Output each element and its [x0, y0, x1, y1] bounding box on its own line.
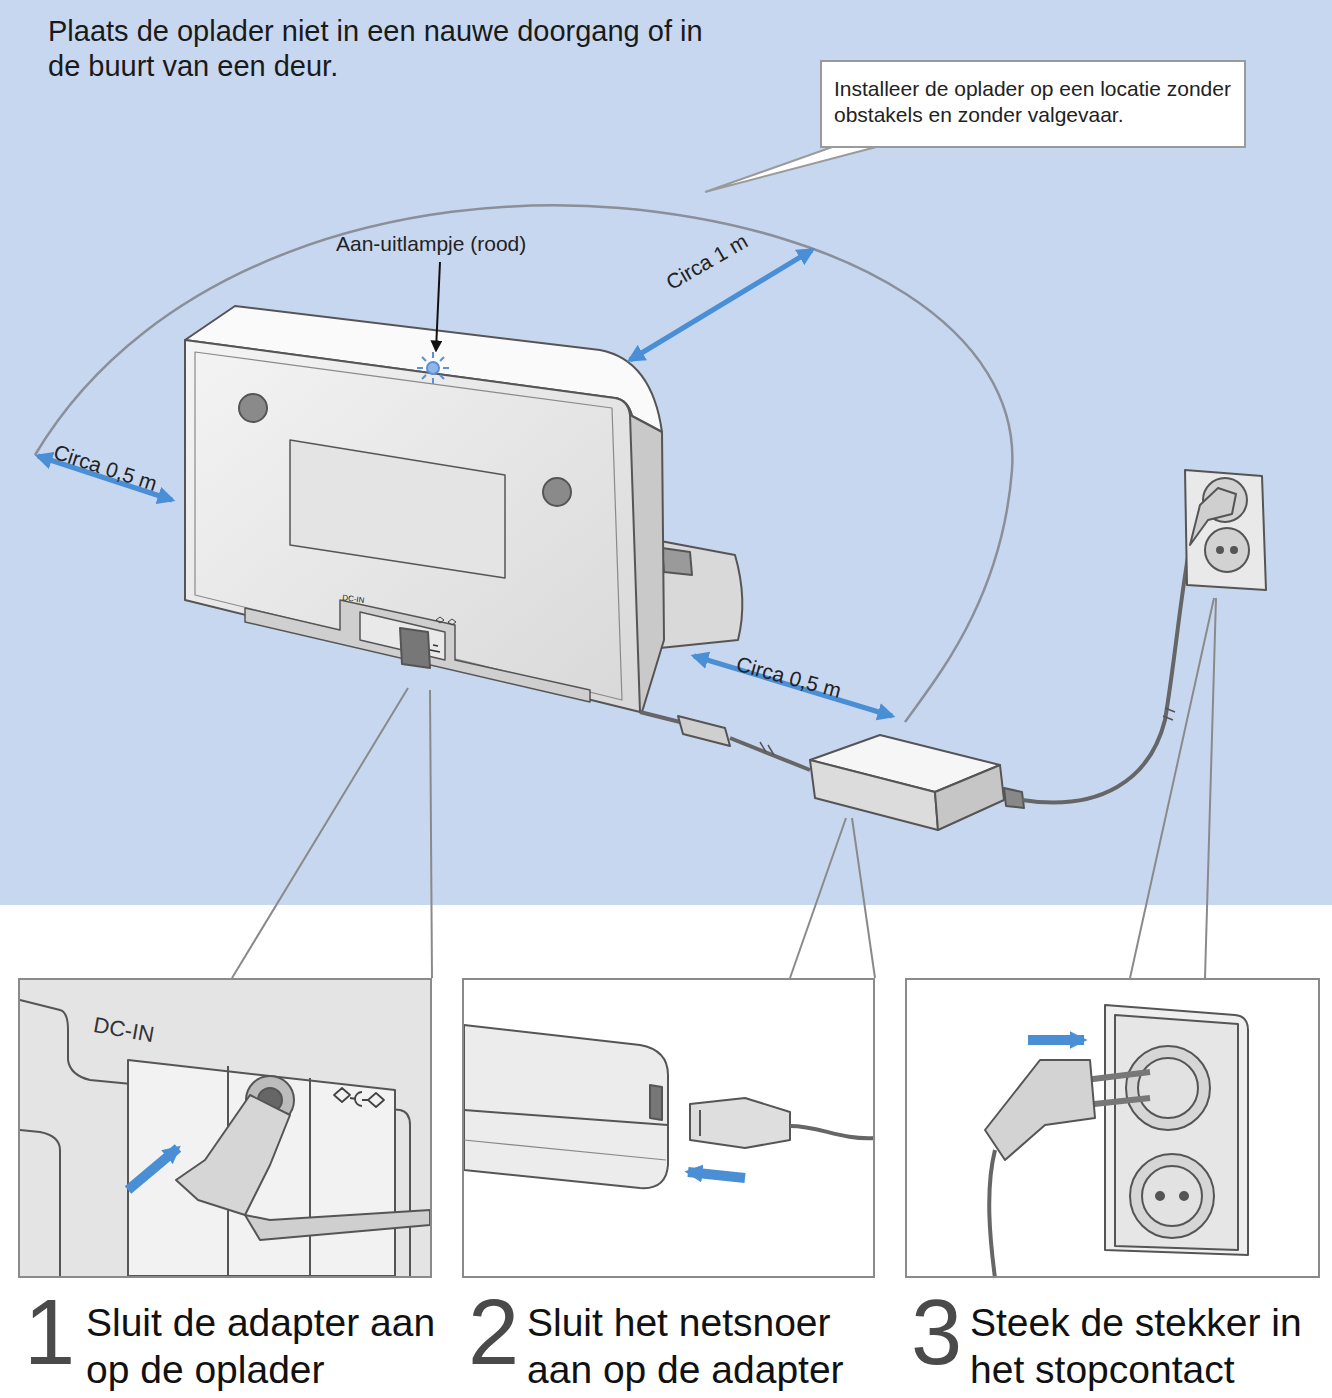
led-label: Aan-uitlampje (rood): [336, 232, 526, 256]
panel-1-illustration: [176, 1095, 290, 1215]
wall-outlet: [1217, 547, 1223, 553]
panel-3-illustration: [985, 1005, 1248, 1278]
adapter-illustration: [1004, 788, 1024, 808]
wall-outlet: [1205, 528, 1249, 572]
panel-2-illustration: [650, 1085, 662, 1120]
panel-3-illustration: [1126, 1046, 1210, 1130]
dimension-arrow: [38, 250, 892, 716]
step-caption: Steek de stekker in het stopcontact: [970, 1300, 1330, 1394]
panel-3-illustration: [989, 1150, 995, 1278]
leader-line: [232, 688, 408, 978]
dimension-label: Circa 0,5 m: [51, 440, 161, 496]
charger-illustration: [185, 340, 640, 712]
panel-2-illustration: [790, 1126, 875, 1138]
charger-illustration: [543, 478, 571, 506]
floor-area: [0, 0, 1332, 905]
wall-outlet: [1185, 470, 1266, 590]
panel-3-illustration: [1085, 1072, 1150, 1105]
step-panel: 2Sluit het netsnoer aan op de adapter: [462, 978, 875, 1278]
panel-1-illustration: [245, 1210, 430, 1240]
dimension-label: Circa 1 m: [662, 229, 752, 295]
panel-3-illustration: [1180, 1192, 1188, 1200]
panel-3-illustration: [1105, 1005, 1248, 1255]
step-caption: Sluit de adapter aan op de oplader: [86, 1300, 446, 1394]
step-number: 3: [911, 1286, 962, 1378]
panel-2-illustration: [464, 1025, 875, 1188]
panel-2-illustration: [690, 1098, 790, 1148]
charger-illustration: [239, 394, 267, 422]
callout-box: Installeer de oplader op een locatie zon…: [820, 60, 1246, 148]
dimension-label: Circa 0,5 m: [734, 652, 844, 703]
power-led: [427, 362, 439, 374]
power-led: [417, 352, 449, 384]
leader-line: [1130, 598, 1214, 978]
charger-illustration: [185, 306, 742, 712]
clearance-arc: [35, 205, 1012, 722]
panel-3-illustration: [1130, 1154, 1214, 1238]
charger-illustration: [436, 617, 456, 625]
callout-pointer: [705, 146, 880, 192]
adapter-illustration: [640, 545, 1190, 830]
leader-line: [790, 818, 846, 978]
panel-2-illustration: [464, 1025, 668, 1188]
step-caption: Sluit het netsnoer aan op de adapter: [527, 1300, 887, 1394]
insert-arrow: [688, 1172, 745, 1178]
panel-3-illustration: [1115, 1015, 1238, 1250]
charger-illustration: [655, 540, 742, 648]
panel-2-illustration: [464, 1110, 668, 1125]
adapter-illustration: [678, 716, 730, 746]
panel-3-illustration: [1142, 1166, 1202, 1226]
charger-illustration: [195, 352, 622, 700]
power-led: [417, 352, 449, 384]
adapter-illustration: [935, 765, 1004, 830]
insert-arrow: [128, 1148, 178, 1190]
panel-3-illustration: [1138, 1058, 1198, 1118]
adapter-illustration: [810, 760, 938, 830]
port-label: DC-IN: [342, 593, 365, 605]
panel-1-illustration: [128, 1060, 395, 1276]
panel-1-illustration: [20, 1000, 410, 1276]
panel-1-illustration: [334, 1088, 384, 1107]
leader-line: [232, 598, 1216, 978]
charger-illustration: [290, 440, 505, 578]
panel-1-illustration: [20, 980, 430, 1276]
panel-2-illustration: [690, 1104, 700, 1140]
adapter-illustration: [760, 742, 774, 755]
charger-illustration: [662, 548, 692, 575]
led-pointer: [436, 262, 440, 350]
charger-illustration: [245, 600, 590, 702]
step-panel: 3Steek de stekker in het stopcontact: [905, 978, 1320, 1278]
wall-outlet: [1190, 488, 1236, 545]
adapter-illustration: [640, 712, 680, 722]
placement-note: Plaats de oplader niet in een nauwe door…: [48, 14, 713, 84]
adapter-illustration: [730, 738, 810, 770]
panel-1-illustration: [20, 980, 430, 1276]
panel-3-illustration: [1156, 1192, 1164, 1200]
charger-illustration: [400, 628, 430, 668]
panel-1-illustration: [20, 1130, 60, 1276]
port-label: DC-IN: [92, 1012, 157, 1048]
panel-3-illustration: [985, 1060, 1095, 1160]
leader-line: [852, 818, 875, 978]
step-number: 2: [468, 1286, 519, 1378]
insert-arrow: [1028, 1035, 1084, 1045]
wall-outlet: [1185, 470, 1266, 590]
leader-line: [430, 690, 432, 978]
leader-line: [1205, 598, 1216, 978]
panel-2-illustration: [464, 1140, 666, 1160]
step-panel: DC-IN1Sluit de adapter aan op de oplader: [18, 978, 432, 1278]
adapter-illustration: [1022, 545, 1190, 802]
charger-illustration: [430, 645, 440, 652]
step-number: 1: [24, 1286, 75, 1378]
callout-text: Installeer de oplader op een locatie zon…: [834, 76, 1239, 129]
wall-outlet: [1231, 547, 1237, 553]
adapter-illustration: [1163, 708, 1175, 720]
